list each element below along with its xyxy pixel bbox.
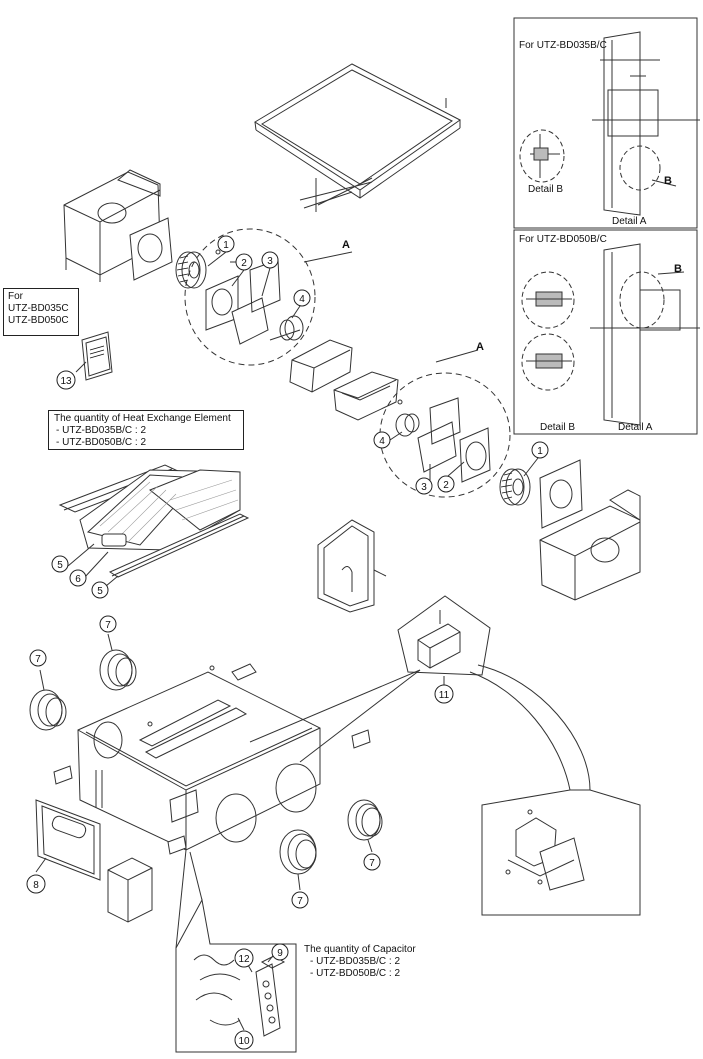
inset-035-marker-b: B — [664, 175, 672, 187]
callout-7-bottom: 7 — [297, 896, 303, 907]
callout-5-bottom: 5 — [97, 586, 103, 597]
heat-exchange-elements — [58, 464, 250, 578]
callout-7-upper-ring — [99, 615, 117, 633]
heat-exchange-note-box: The quantity of Heat Exchange Element - … — [48, 410, 244, 450]
inset-035-detail-b: Detail B — [528, 184, 563, 195]
heat-exchange-note-title: The quantity of Heat Exchange Element — [54, 413, 231, 424]
heat-exchange-note-line2: - UTZ-BD050B/C : 2 — [56, 437, 147, 448]
bracket-detail-11 — [397, 595, 491, 676]
callout-4-right-ring — [373, 431, 391, 449]
right-fan-wheel — [499, 468, 531, 506]
inset-050-drawing — [521, 243, 700, 426]
capacitor-note-line1: - UTZ-BD035B/C : 2 — [310, 956, 401, 967]
inset-050-detail-b: Detail B — [540, 422, 575, 433]
inset-050-detail-a: Detail A — [618, 422, 653, 433]
main-casing — [77, 665, 321, 851]
callout-5-top: 5 — [57, 560, 63, 571]
inspection-cover — [35, 799, 101, 881]
capacitor-note-line2: - UTZ-BD050B/C : 2 — [310, 968, 401, 979]
left-fan-housing — [63, 169, 173, 282]
duct-flange-right — [347, 799, 383, 841]
callout-8: 8 — [33, 880, 39, 891]
callout-6: 6 — [75, 574, 81, 585]
callout-1-right-ring — [531, 441, 549, 459]
callout-5-top-ring — [51, 555, 69, 573]
callout-4-right: 4 — [379, 436, 385, 447]
center-ducts — [289, 339, 399, 421]
callout-1-left-ring — [217, 235, 235, 253]
duct-flange-upper — [99, 649, 137, 691]
callout-7-left: 7 — [35, 654, 41, 665]
duct-flange-bottom — [279, 829, 317, 875]
callout-7-upper: 7 — [105, 620, 111, 631]
callout-3-left-ring — [261, 251, 279, 269]
right-motor-parts — [395, 397, 491, 483]
callout-2-left: 2 — [241, 258, 247, 269]
electrical-box — [107, 857, 153, 923]
callout-7-right: 7 — [369, 858, 375, 869]
inset-050-title: For UTZ-BD050B/C — [519, 234, 607, 245]
heat-exchange-note-line1: - UTZ-BD035B/C : 2 — [56, 425, 147, 436]
callout-13-ring — [56, 370, 76, 390]
left-motor-parts — [205, 249, 304, 345]
callout-7-bottom-ring — [291, 891, 309, 909]
callout-2-left-ring — [235, 253, 253, 271]
callout-3-right: 3 — [421, 482, 427, 493]
remote-note-line2: UTZ-BD035C — [8, 303, 69, 314]
remote-note-line1: For — [8, 291, 23, 302]
duct-flange-left — [29, 689, 67, 731]
callout-3-left: 3 — [267, 256, 273, 267]
detail-a-marker-left: A — [342, 239, 350, 251]
callout-6-ring — [69, 569, 87, 587]
inset-035-frame — [513, 17, 698, 229]
remote-note-box: For UTZ-BD035C UTZ-BD050C — [3, 288, 79, 336]
bracket-zoom-parts — [505, 809, 585, 891]
callout-9: 9 — [277, 948, 283, 959]
mounting-brackets — [53, 663, 371, 855]
callout-10-ring — [234, 1030, 254, 1050]
callout-5-bottom-ring — [91, 581, 109, 599]
callout-4-left-ring — [293, 289, 311, 307]
detail-a-marker-right: A — [476, 341, 484, 353]
callout-13: 13 — [60, 376, 72, 387]
callout-1-left: 1 — [223, 240, 229, 251]
inset-050-frame — [513, 229, 698, 435]
leader-lines — [35, 179, 685, 1031]
left-fan-wheel — [175, 251, 207, 289]
callout-11: 11 — [439, 690, 450, 701]
partition-plate — [317, 519, 387, 613]
capacitor-note-title: The quantity of Capacitor — [304, 944, 416, 955]
callout-8-ring — [26, 874, 46, 894]
right-fan-housing — [539, 459, 641, 601]
callout-2-right: 2 — [443, 480, 449, 491]
callout-12-ring — [234, 948, 254, 968]
callout-11-ring — [434, 684, 454, 704]
callout-2-right-ring — [437, 475, 455, 493]
callout-12: 12 — [238, 954, 250, 965]
inset-035-title: For UTZ-BD035B/C — [519, 40, 607, 51]
right-detail-a-circle — [379, 372, 511, 498]
callout-7-right-ring — [363, 853, 381, 871]
callout-4-left: 4 — [299, 294, 305, 305]
inset-035-drawing — [519, 31, 700, 216]
inset-050-marker-b: B — [674, 263, 682, 275]
remote-controller — [81, 331, 113, 381]
capacitor-note: The quantity of Capacitor - UTZ-BD035B/C… — [304, 944, 454, 980]
top-panel — [254, 63, 461, 212]
callout-7-left-ring — [29, 649, 47, 667]
callout-10: 10 — [238, 1036, 250, 1047]
capacitor-zoom — [175, 849, 297, 1053]
remote-note-line3: UTZ-BD050C — [8, 315, 69, 326]
callout-9-ring — [271, 943, 289, 961]
inset-035-detail-a: Detail A — [612, 216, 647, 227]
left-detail-a-circle — [184, 228, 316, 366]
callout-3-right-ring — [415, 477, 433, 495]
callout-1-right: 1 — [537, 446, 543, 457]
